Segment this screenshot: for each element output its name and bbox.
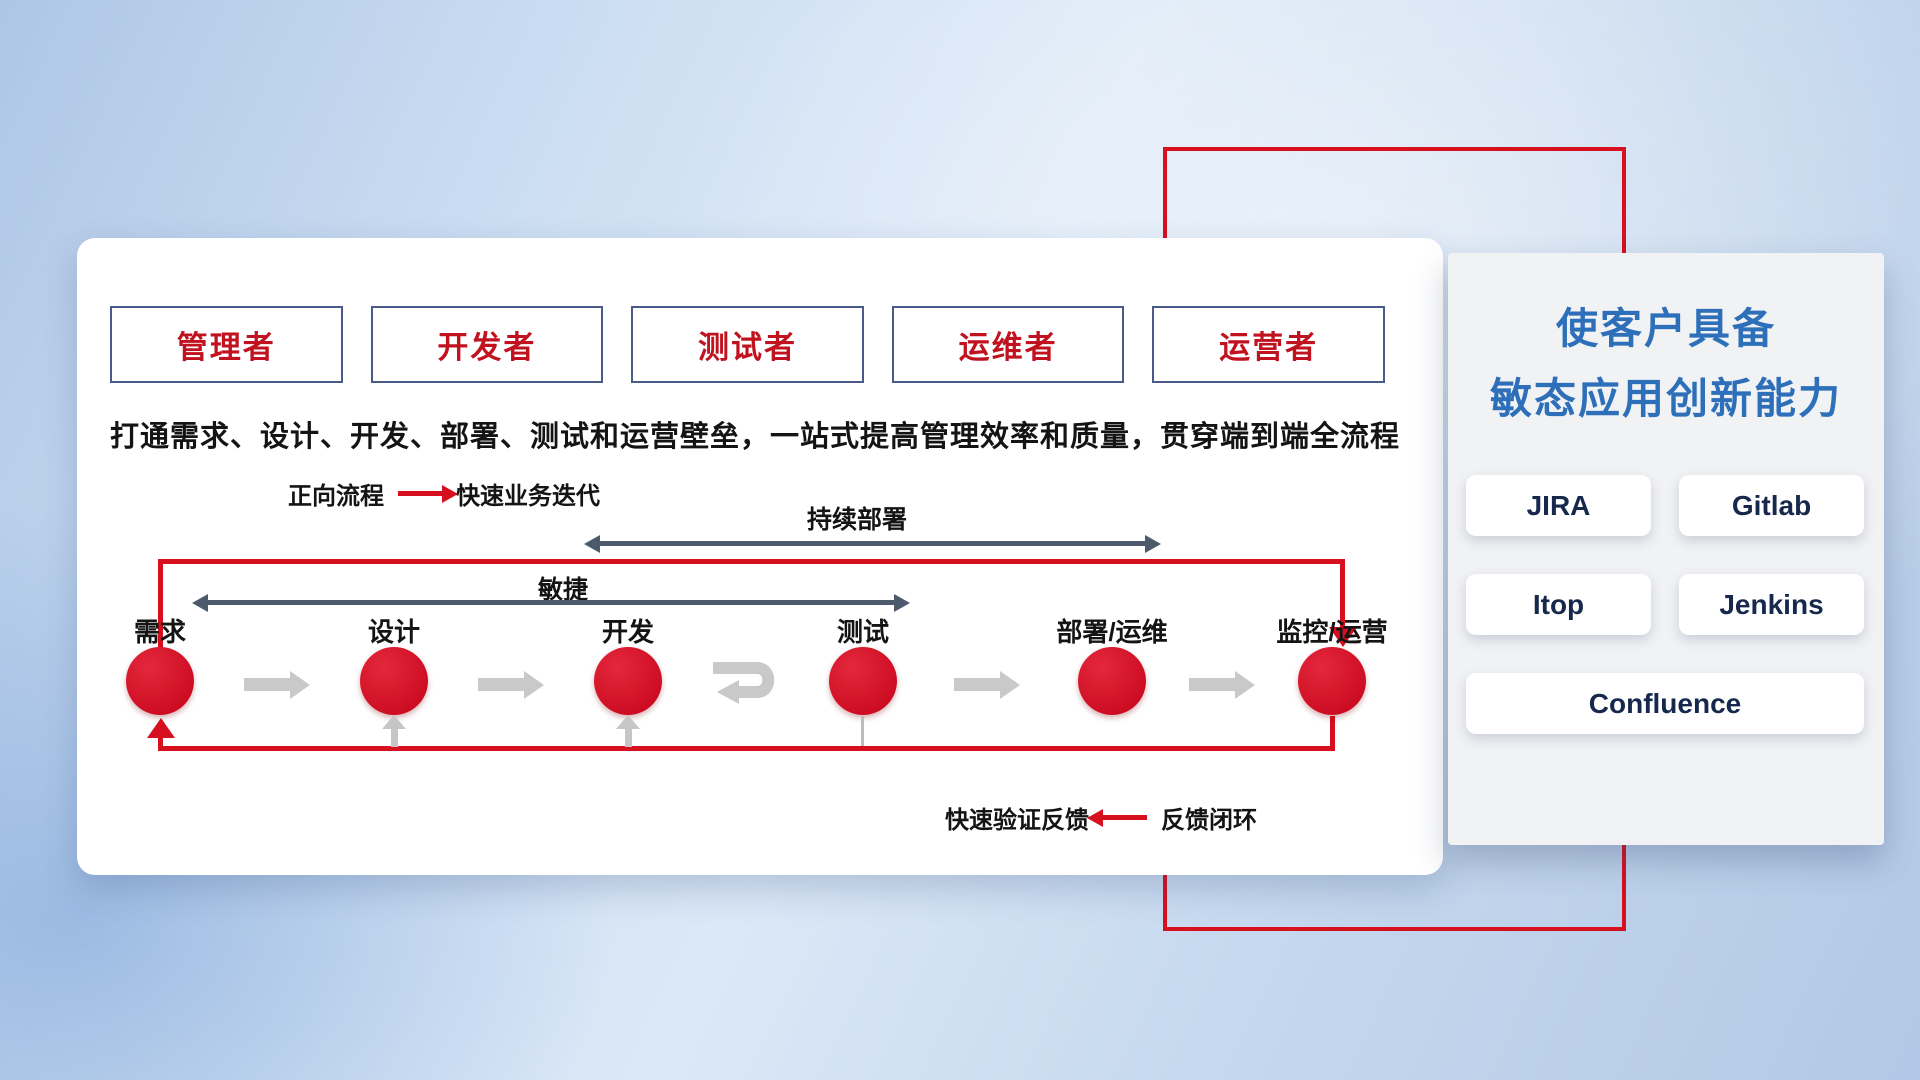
node-label-requirements: 需求 — [133, 617, 186, 647]
node-label-design: 设计 — [367, 617, 420, 647]
node-dot-testing — [829, 647, 897, 715]
forward-loop-top-line — [158, 559, 1345, 564]
node-label-deploy-ops: 部署/运维 — [1056, 617, 1168, 647]
feedback-loop-arrowhead-icon — [147, 718, 175, 738]
capability-panel: 使客户具备 敏态应用创新能力 JIRA Gitlab Itop Jenkins … — [1448, 253, 1884, 845]
legend-forward-desc: 快速业务迭代 — [456, 483, 600, 510]
node-dot-design — [360, 647, 428, 715]
tool-btn-jenkins: Jenkins — [1679, 574, 1864, 635]
node-label-monitor-operate: 监控/运营 — [1276, 617, 1388, 647]
tool-btn-gitlab: Gitlab — [1679, 475, 1864, 536]
role-box-operator: 运营者 — [1152, 306, 1385, 383]
workflow-subtitle: 打通需求、设计、开发、部署、测试和运营壁垒，一站式提高管理效率和质量，贯穿端到端… — [110, 421, 1401, 453]
node-label-development: 开发 — [601, 617, 654, 647]
legend-forward: 正向流程 快速业务迭代 — [288, 476, 600, 511]
feedback-loop-left-stem — [158, 737, 163, 748]
capability-title-line2: 敏态应用创新能力 — [1489, 375, 1842, 422]
agile-span-arrow — [208, 600, 894, 605]
node-dot-requirements — [126, 647, 194, 715]
forward-arrow-icon — [398, 491, 442, 496]
role-box-manager: 管理者 — [110, 306, 343, 383]
forward-loop-right-line — [1340, 559, 1345, 629]
node-dot-deploy-ops — [1078, 647, 1146, 715]
legend-feedback-desc: 快速验证反馈 — [945, 807, 1089, 834]
node-dot-development — [594, 647, 662, 715]
feedback-loop-right-line — [1330, 716, 1335, 748]
tool-btn-confluence: Confluence — [1466, 673, 1864, 734]
feedback-arrow-icon — [1103, 815, 1147, 820]
tool-btn-jira: JIRA — [1466, 475, 1651, 536]
forward-loop-left-line — [158, 559, 163, 649]
role-box-ops: 运维者 — [891, 306, 1125, 383]
legend-forward-label: 正向流程 — [288, 483, 384, 510]
legend-feedback-label: 反馈闭环 — [1161, 807, 1257, 834]
role-box-tester: 测试者 — [631, 306, 864, 383]
iterate-loop-icon — [713, 662, 775, 704]
node-label-testing: 测试 — [836, 617, 889, 647]
continuous-deploy-span-arrow — [600, 541, 1145, 546]
capability-title-line1: 使客户具备 — [1555, 305, 1776, 352]
continuous-deploy-label: 持续部署 — [806, 506, 907, 534]
tool-btn-itop: Itop — [1466, 574, 1651, 635]
node-dot-monitor-operate — [1298, 647, 1366, 715]
devops-workflow-panel: 管理者 开发者 测试者 运维者 运营者 打通需求、设计、开发、部署、测试和运营壁… — [77, 238, 1443, 875]
tool-grid: JIRA Gitlab Itop Jenkins Confluence — [1466, 475, 1864, 734]
forward-loop-arrowhead-icon — [1329, 627, 1357, 647]
feedback-connector-line — [861, 716, 864, 746]
roles-row: 管理者 开发者 测试者 运维者 运营者 — [110, 306, 1385, 383]
legend-feedback: 快速验证反馈 反馈闭环 — [945, 800, 1257, 835]
role-box-developer: 开发者 — [370, 306, 604, 383]
feedback-loop-bottom-line — [158, 746, 1335, 751]
